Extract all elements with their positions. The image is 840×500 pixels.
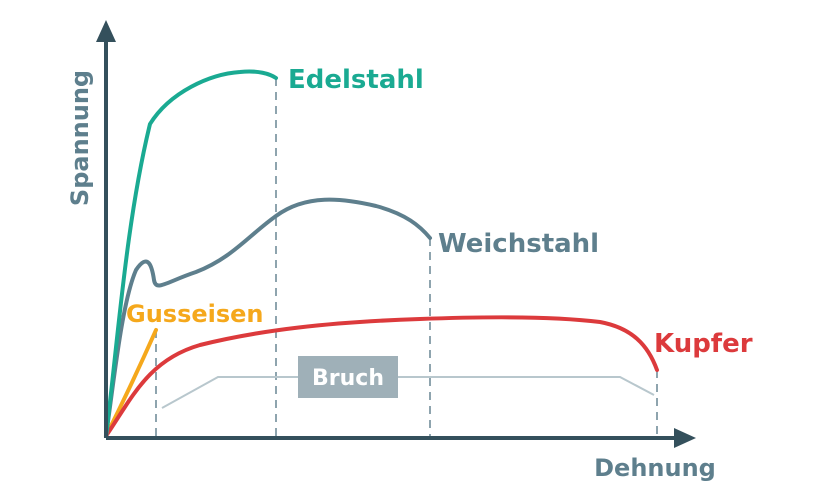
label-gusseisen: Gusseisen [126,300,264,328]
curve-kupfer [104,315,659,438]
curves [104,69,659,438]
x-axis-arrow [674,428,696,448]
bruch-bracket [161,376,655,409]
label-edelstahl: Edelstahl [288,65,424,95]
bruch-label-box [298,356,398,398]
bracket-line-right [398,376,655,396]
x-axis-label: Dehnung [594,454,716,482]
bruch-label: Bruch [312,366,384,391]
label-weichstahl: Weichstahl [438,229,599,259]
y-axis-arrow [96,20,116,42]
curve-edelstahl [104,69,278,438]
axes [96,20,696,448]
y-axis-label: Spannung [66,70,94,206]
label-kupfer: Kupfer [654,329,753,359]
curve-weichstahl [104,197,432,438]
bracket-line-left [161,376,300,409]
